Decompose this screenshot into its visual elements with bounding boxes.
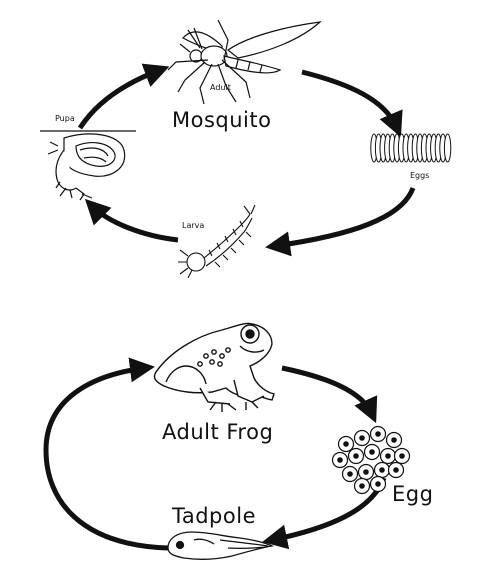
tadpole-icon xyxy=(167,531,275,560)
arrow-frog-to-egg xyxy=(281,365,378,424)
arrow-larva-to-pupa xyxy=(84,198,179,243)
mosquito-title: Mosquito xyxy=(172,108,272,132)
frog-egg-embryo xyxy=(353,453,359,459)
frog-eggs-icon xyxy=(331,425,411,495)
frog-egg-embryo xyxy=(391,437,397,443)
label-egg: Egg xyxy=(392,482,434,506)
arrow-pupa-to-adult xyxy=(77,63,170,130)
frog-egg-embryo xyxy=(347,471,353,477)
mosquito-pupa-icon xyxy=(40,130,136,201)
frog-egg-embryo xyxy=(343,441,349,447)
frog-egg-embryo xyxy=(375,431,381,437)
frog-egg-embryo xyxy=(363,469,369,475)
arrow-eggs-to-larva xyxy=(265,187,416,257)
label-pupa: Pupa xyxy=(55,114,75,123)
frog-egg-embryo xyxy=(375,481,381,487)
label-tadpole: Tadpole xyxy=(172,504,256,528)
arrow-adult-to-eggs xyxy=(301,69,403,138)
frog-egg-embryo xyxy=(369,449,375,455)
frog-egg-embryo xyxy=(337,457,343,463)
frog-adult-icon xyxy=(153,322,275,412)
mosquito-eggs-icon xyxy=(370,133,452,163)
mosquito-larva-icon xyxy=(178,204,256,279)
frog-egg-embryo xyxy=(399,453,405,459)
frog-egg-embryo xyxy=(385,453,391,459)
arrow-tadpole-to-frog xyxy=(43,357,169,551)
label-adult: Adult xyxy=(210,83,231,92)
mosquito-adult-icon xyxy=(167,19,322,105)
frog-egg-embryo xyxy=(359,435,365,441)
frog-egg-embryo xyxy=(379,467,385,473)
mosquito-egg xyxy=(443,133,452,163)
frog-egg-embryo xyxy=(393,467,399,473)
frog-egg-embryo xyxy=(359,483,365,489)
label-eggs: Eggs xyxy=(410,171,430,180)
label-adult-frog: Adult Frog xyxy=(162,420,274,444)
label-larva: Larva xyxy=(182,221,205,230)
